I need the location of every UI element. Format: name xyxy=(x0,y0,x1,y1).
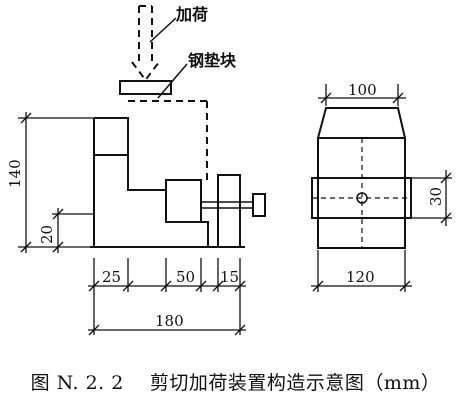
dim-height-total: 140 xyxy=(6,159,24,188)
bolt-hole xyxy=(356,192,368,204)
steel-pad-label-leader xyxy=(157,63,188,99)
dim-height-base: 20 xyxy=(38,225,56,244)
front-view xyxy=(90,5,266,248)
dim-width-total: 180 xyxy=(155,312,184,330)
dim-width-right: 15 xyxy=(220,268,239,286)
bolt xyxy=(201,193,266,217)
load-arrow xyxy=(131,5,160,82)
steel-pad xyxy=(119,80,172,95)
dim-side-top-width: 100 xyxy=(348,81,377,99)
frame-outline xyxy=(93,117,209,248)
figure-caption: 图 N. 2. 2 剪切加荷装置构造示意图（mm） xyxy=(30,372,441,394)
middle-block xyxy=(165,179,202,223)
side-dimensions xyxy=(311,84,452,292)
load-label-leader xyxy=(149,17,177,43)
steel-pad-label: 钢垫块 xyxy=(188,51,237,70)
side-view xyxy=(311,107,412,249)
right-post xyxy=(217,174,241,248)
vertical-dimensions xyxy=(18,112,94,253)
specimen-dashed-outline xyxy=(128,100,208,223)
load-label: 加荷 xyxy=(175,5,208,24)
dim-side-block-height: 30 xyxy=(427,187,445,206)
dim-width-mid: 50 xyxy=(176,268,195,286)
horizontal-dimensions xyxy=(88,258,246,336)
side-trapezoid xyxy=(317,107,406,139)
dim-side-bottom-width: 120 xyxy=(346,268,375,286)
dim-width-left: 25 xyxy=(102,268,121,286)
